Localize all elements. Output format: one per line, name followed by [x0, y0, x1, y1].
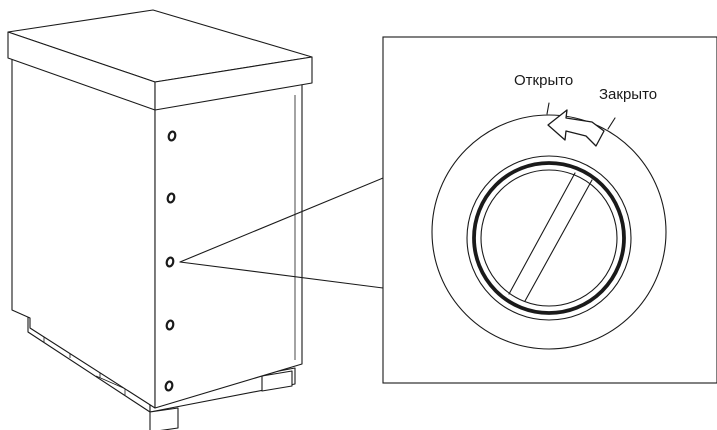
- detail-box: Открыто Закрыто: [382, 36, 717, 384]
- bolt-icon: [164, 130, 177, 392]
- cabinet-front-face: [154, 66, 303, 409]
- valve-knob: [466, 155, 632, 321]
- tick-closed: [607, 117, 616, 130]
- label-open: Открыто: [514, 72, 573, 89]
- callout-lines: [179, 177, 384, 289]
- tick-open: [546, 102, 550, 115]
- cabinet: [7, 9, 313, 430]
- cabinet-lid: [7, 9, 313, 111]
- counterclockwise-arrow-icon: [547, 109, 605, 147]
- cabinet-left-face: [11, 51, 156, 409]
- label-closed: Закрыто: [599, 86, 657, 103]
